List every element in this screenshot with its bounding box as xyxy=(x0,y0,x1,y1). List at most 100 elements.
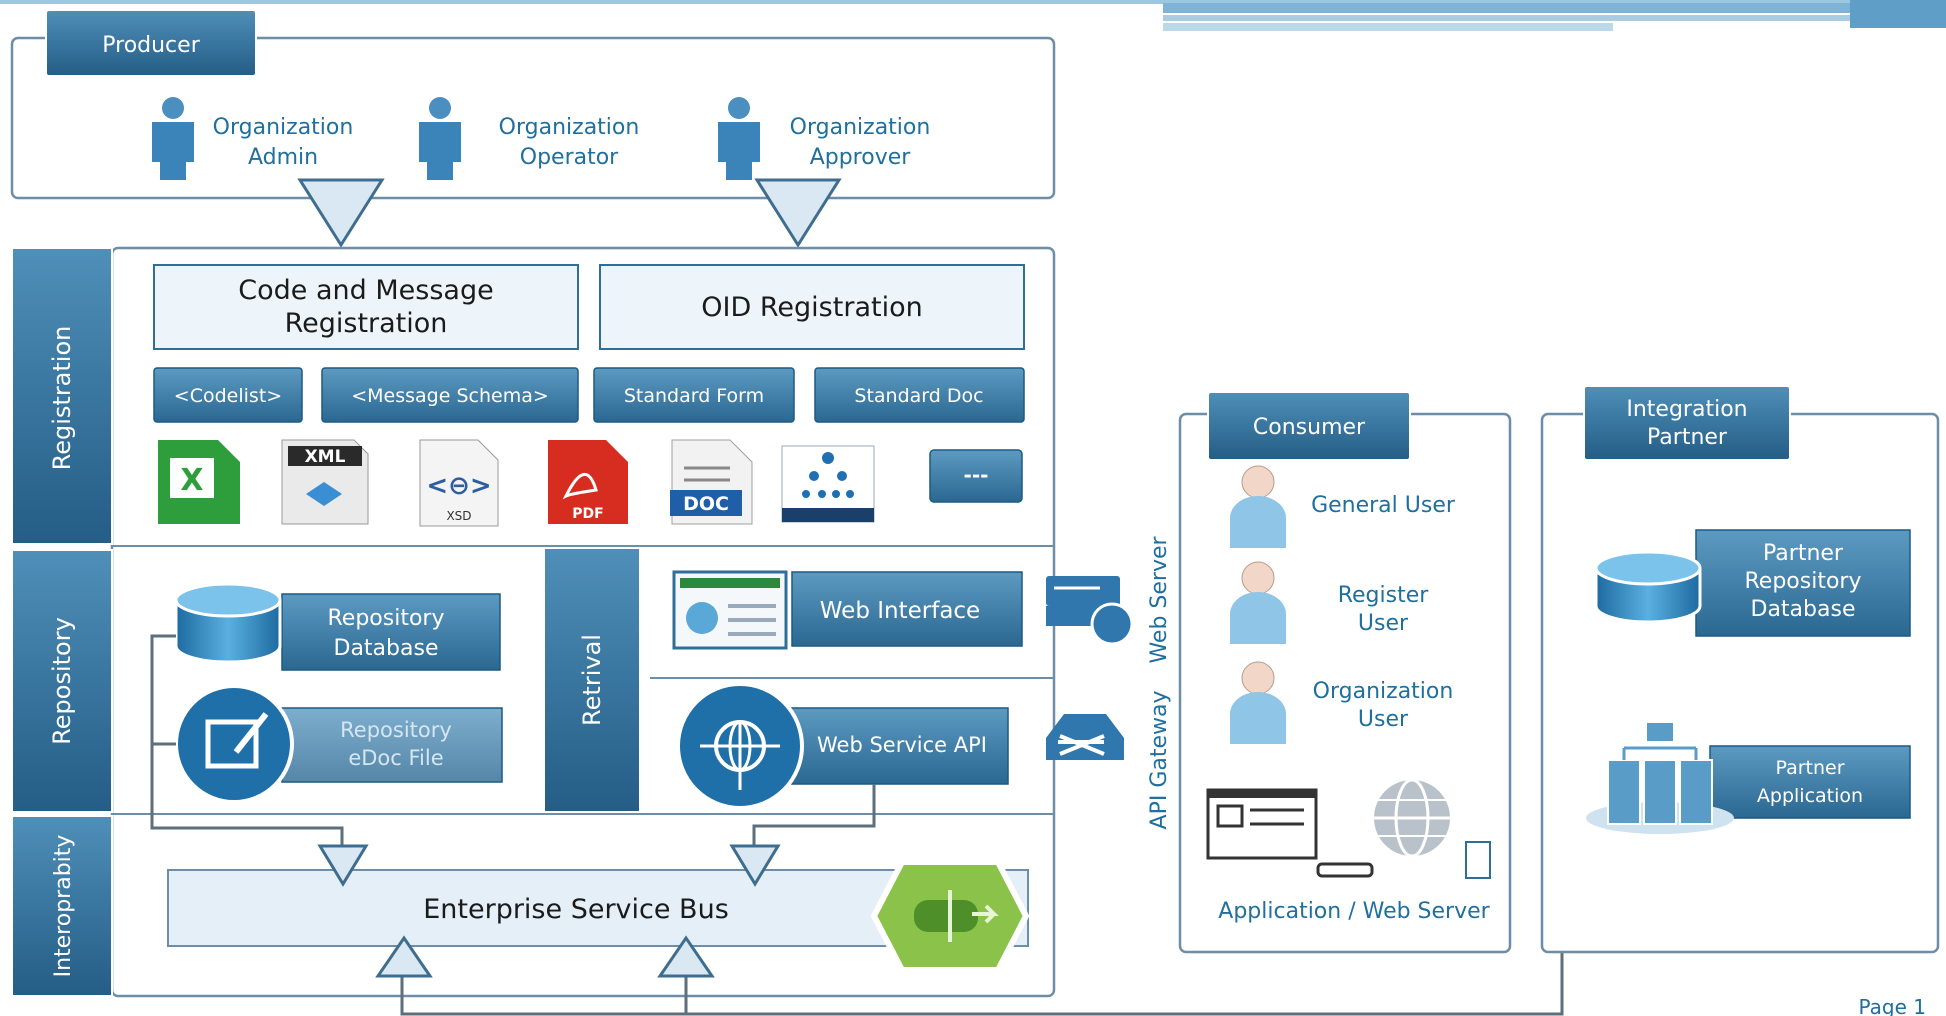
svg-text:User: User xyxy=(1358,611,1409,636)
doc-file-icon: DOC xyxy=(670,439,753,525)
header-decoration xyxy=(0,0,1946,31)
role-organization-admin: Organization Admin xyxy=(152,97,353,180)
svg-text:Registration: Registration xyxy=(285,308,448,339)
role-organization-operator: Organization Operator xyxy=(419,97,639,180)
svg-text:Standard Form: Standard Form xyxy=(624,385,764,407)
more-button[interactable]: --- xyxy=(929,449,1023,503)
standard-form-button[interactable]: Standard Form xyxy=(593,367,795,423)
svg-text:X: X xyxy=(180,463,203,498)
pdf-file-icon: PDF xyxy=(548,440,628,524)
servers-icon xyxy=(1586,721,1734,834)
excel-icon: X xyxy=(158,440,240,524)
svg-text:Web Interface: Web Interface xyxy=(820,598,980,624)
svg-text:Registration: Registration xyxy=(48,326,76,471)
code-message-registration-box: Code and Message Registration xyxy=(153,264,579,350)
svg-text:Admin: Admin xyxy=(248,145,318,170)
svg-text:Organization: Organization xyxy=(213,115,354,140)
svg-text:Web Server: Web Server xyxy=(1147,535,1172,663)
up-arrow-icon xyxy=(375,935,433,978)
retrieval-tab: Retrival xyxy=(543,547,641,813)
role-organization-approver: Organization Approver xyxy=(718,97,930,180)
consumer-user-general: General User xyxy=(1230,465,1456,548)
svg-text:Enterprise Service Bus: Enterprise Service Bus xyxy=(423,894,729,925)
web-server-icon xyxy=(1046,576,1134,646)
partner-repository-database: Partner Repository Database xyxy=(1594,529,1911,637)
svg-text:Code and Message: Code and Message xyxy=(238,275,493,306)
down-arrow-icon xyxy=(729,844,781,887)
down-arrow-icon xyxy=(317,844,369,887)
svg-text:Standard Doc: Standard Doc xyxy=(854,385,983,407)
svg-text:Organization: Organization xyxy=(1313,679,1454,704)
globe-icon xyxy=(1374,778,1491,879)
svg-text:DOC: DOC xyxy=(683,493,729,515)
svg-text:Operator: Operator xyxy=(520,145,619,170)
svg-text:XML: XML xyxy=(305,447,346,467)
database-icon xyxy=(1594,550,1702,624)
message-schema-button[interactable]: <Message Schema> xyxy=(321,367,579,423)
svg-text:Organization: Organization xyxy=(790,115,931,140)
svg-text:Database: Database xyxy=(334,636,439,661)
user-icon xyxy=(1230,561,1286,644)
svg-text:Retrival: Retrival xyxy=(578,634,606,726)
edoc-icon xyxy=(174,684,294,804)
web-server: Web Server xyxy=(1046,535,1172,664)
svg-text:<Message Schema>: <Message Schema> xyxy=(351,385,549,407)
svg-text:eDoc File: eDoc File xyxy=(348,746,443,770)
down-arrow-icon xyxy=(754,178,842,248)
xml-file-icon: XML xyxy=(281,439,369,525)
svg-text:General User: General User xyxy=(1311,493,1456,518)
xsd-file-icon: <⊖> XSD xyxy=(419,439,499,527)
up-arrow-icon xyxy=(657,935,715,978)
svg-text:PDF: PDF xyxy=(572,506,603,522)
page-number: Page 1 xyxy=(1859,995,1927,1016)
svg-text:Register: Register xyxy=(1338,583,1430,608)
svg-text:Partner: Partner xyxy=(1647,425,1728,450)
svg-text:XSD: XSD xyxy=(446,509,471,523)
svg-text:Repository: Repository xyxy=(328,606,445,631)
svg-text:Interoprabity: Interoprabity xyxy=(51,835,76,978)
web-service-api[interactable]: Web Service API xyxy=(676,682,1009,810)
interop-tab: Interoprabity xyxy=(11,815,113,997)
partner-tab: Integration Partner xyxy=(1583,385,1791,461)
svg-text:Approver: Approver xyxy=(810,145,912,170)
svg-text:Integration: Integration xyxy=(1626,397,1747,422)
user-icon xyxy=(1230,465,1286,548)
svg-text:Application: Application xyxy=(1757,785,1863,807)
app-window-icon xyxy=(1206,788,1374,878)
codelist-button[interactable]: <Codelist> xyxy=(153,367,303,423)
svg-text:Database: Database xyxy=(1751,597,1856,622)
partner-application: Partner Application xyxy=(1586,721,1911,834)
person-icon xyxy=(718,97,760,180)
svg-text:Organization: Organization xyxy=(499,115,640,140)
user-icon xyxy=(1230,661,1286,744)
repository-edoc-file: Repository eDoc File xyxy=(174,684,503,804)
esb-hexagon-icon xyxy=(870,859,1030,973)
svg-text:Consumer: Consumer xyxy=(1253,415,1366,440)
svg-text:User: User xyxy=(1358,707,1409,732)
application-web-server: Application / Web Server xyxy=(1206,778,1491,924)
standard-doc-button[interactable]: Standard Doc xyxy=(814,367,1025,423)
svg-text:Repository: Repository xyxy=(340,718,452,742)
globe-icon xyxy=(676,682,804,810)
consumer-user-register: Register User xyxy=(1230,561,1430,644)
oid-registration-box: OID Registration xyxy=(599,264,1025,350)
person-icon xyxy=(419,97,461,180)
web-interface[interactable]: Web Interface xyxy=(672,570,1023,650)
producer-title: Producer xyxy=(102,33,200,58)
repository-database: Repository Database xyxy=(174,582,501,671)
svg-text:<Codelist>: <Codelist> xyxy=(174,385,282,407)
partner-panel xyxy=(1540,412,1940,954)
api-gateway: API Gateway xyxy=(1046,691,1172,829)
svg-text:OID Registration: OID Registration xyxy=(701,292,922,323)
producer-panel xyxy=(10,36,1056,200)
svg-text:Partner: Partner xyxy=(1775,757,1844,779)
gateway-icon xyxy=(1046,714,1124,760)
svg-text:Application / Web Server: Application / Web Server xyxy=(1218,899,1490,924)
down-arrow-icon xyxy=(297,178,385,248)
person-icon xyxy=(152,97,194,180)
browser-icon xyxy=(672,570,788,650)
svg-text:Repository: Repository xyxy=(1745,569,1862,594)
svg-text:Repository: Repository xyxy=(48,617,76,745)
svg-text:---: --- xyxy=(964,463,989,487)
consumer-tab: Consumer xyxy=(1207,391,1411,461)
